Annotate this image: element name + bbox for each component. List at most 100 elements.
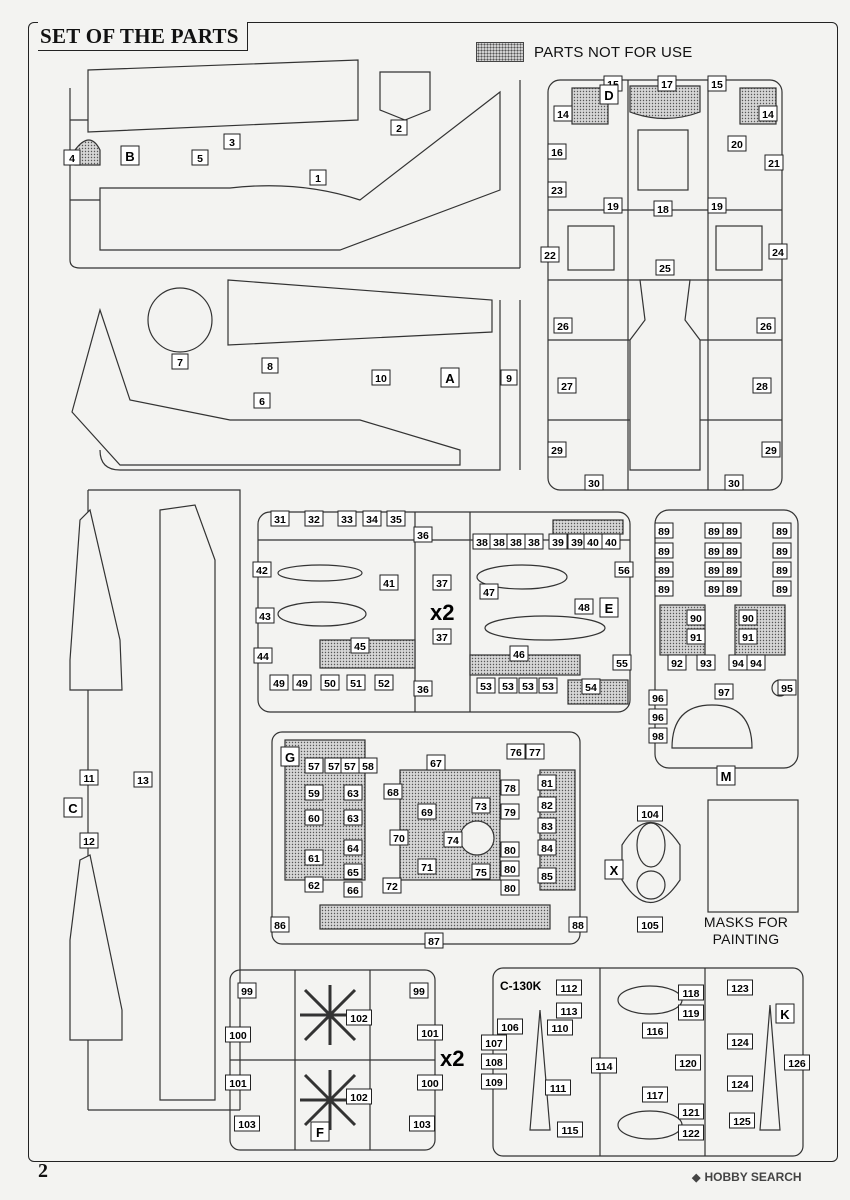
part-number: 45 xyxy=(354,641,366,653)
part-label-box xyxy=(614,561,634,578)
part-label-box xyxy=(481,1034,507,1051)
part-number: 11 xyxy=(83,773,94,785)
part-number: 115 xyxy=(562,1125,579,1137)
part-number: 87 xyxy=(428,936,440,948)
part-number: 8 xyxy=(267,361,273,373)
part-label-box xyxy=(553,105,573,122)
part-label-box xyxy=(722,542,742,559)
part-label-box xyxy=(722,580,742,597)
part-label-box xyxy=(642,1022,668,1039)
part-number: 74 xyxy=(447,835,459,847)
part-label-box xyxy=(481,1073,507,1090)
part-number: 32 xyxy=(308,514,320,526)
part-label-box xyxy=(648,689,668,706)
part-label-box xyxy=(337,510,357,527)
part-number: 88 xyxy=(572,920,584,932)
part-label-box xyxy=(761,441,781,458)
part-label-box xyxy=(557,1121,583,1138)
part-number: 63 xyxy=(347,788,359,800)
part-number: 125 xyxy=(733,1116,751,1128)
fuselage-half-a xyxy=(71,307,461,466)
sprue-frames xyxy=(69,59,804,1157)
part-label-box xyxy=(538,677,558,694)
part-number: 89 xyxy=(658,526,670,538)
part-number: 106 xyxy=(501,1022,519,1034)
part-label-box xyxy=(675,1054,701,1071)
part-number: 119 xyxy=(683,1008,700,1020)
part-number: 39 xyxy=(571,537,583,549)
part-label-box xyxy=(727,135,747,152)
part-number: 124 xyxy=(731,1037,749,1049)
part-label-box xyxy=(252,561,272,578)
part-number: 118 xyxy=(683,988,700,1000)
part-number: 53 xyxy=(542,681,554,693)
part-number: 71 xyxy=(421,862,433,874)
part-label-box xyxy=(479,583,499,600)
part-number: 25 xyxy=(659,263,671,275)
part-number: 81 xyxy=(541,778,553,790)
part-number: 33 xyxy=(341,514,353,526)
part-label-box xyxy=(500,779,520,796)
sprue-letter-box xyxy=(120,145,140,166)
sprue-letter-box xyxy=(775,1003,795,1024)
part-number: 35 xyxy=(390,514,402,526)
part-number: 28 xyxy=(756,381,768,393)
part-label-box xyxy=(409,982,429,999)
part-number: 53 xyxy=(480,681,492,693)
part-number: 89 xyxy=(658,565,670,577)
part-label-box xyxy=(537,867,557,884)
part-label-box xyxy=(678,1004,704,1021)
part-number: 109 xyxy=(485,1077,503,1089)
part-number: 15 xyxy=(711,79,723,91)
part-label-box xyxy=(738,609,758,626)
part-label-box xyxy=(667,654,687,671)
part-number: 9 xyxy=(506,373,512,385)
part-number: 37 xyxy=(436,632,448,644)
part-label-box xyxy=(506,743,526,760)
part-number: 77 xyxy=(529,747,541,759)
part-label-box xyxy=(371,369,391,386)
part-label-box xyxy=(417,1074,443,1091)
sprue-letter: C xyxy=(68,801,78,816)
part-label-box xyxy=(654,542,674,559)
part-number: 46 xyxy=(513,649,525,661)
sprue-letter: K xyxy=(780,1007,790,1022)
part-label-box xyxy=(409,1115,435,1132)
part-number: 38 xyxy=(493,537,505,549)
part-label-box xyxy=(500,841,520,858)
part-number: 94 xyxy=(750,658,762,670)
part-label-box xyxy=(374,674,394,691)
part-number: 126 xyxy=(788,1058,806,1070)
part-number: 23 xyxy=(551,185,563,197)
part-label-box xyxy=(343,863,363,880)
part-label-box xyxy=(704,522,724,539)
part-label-box xyxy=(362,510,382,527)
part-label-box xyxy=(443,831,463,848)
part-label-box xyxy=(568,916,588,933)
part-number: 76 xyxy=(510,747,522,759)
part-number: 113 xyxy=(561,1006,578,1018)
part-number: 47 xyxy=(483,587,495,599)
sprue-letter: G xyxy=(285,750,295,765)
part-label-box xyxy=(424,932,444,949)
part-number: 40 xyxy=(605,537,617,549)
part-label-box xyxy=(727,1033,753,1050)
part-number: 20 xyxy=(731,139,743,151)
part-label-box xyxy=(556,979,582,996)
part-number: 101 xyxy=(229,1078,247,1090)
part-label-box xyxy=(724,474,744,491)
part-number: 60 xyxy=(308,813,320,825)
part-label-box xyxy=(752,377,772,394)
part-label-box xyxy=(591,1057,617,1074)
part-number: 108 xyxy=(485,1057,503,1069)
part-label-box xyxy=(500,860,520,877)
part-label-box xyxy=(537,796,557,813)
part-label-box xyxy=(343,784,363,801)
part-label-box xyxy=(678,1103,704,1120)
part-label-box xyxy=(386,510,406,527)
part-label-box xyxy=(648,708,668,725)
part-label-box xyxy=(727,1075,753,1092)
part-label-box xyxy=(547,1019,573,1036)
part-label-box xyxy=(784,1054,810,1071)
